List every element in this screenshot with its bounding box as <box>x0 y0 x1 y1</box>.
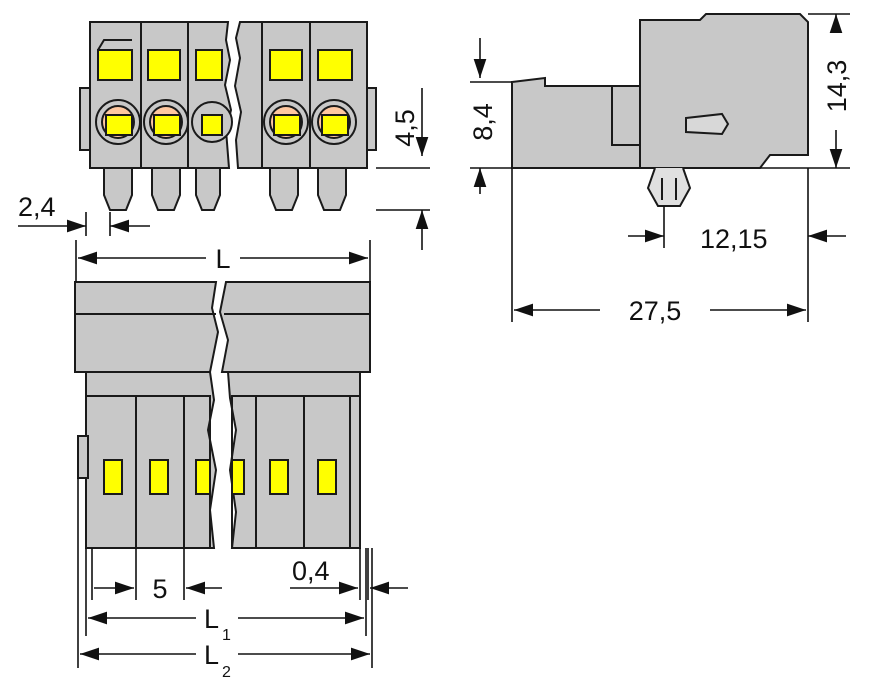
top-view-upper-right <box>218 281 371 373</box>
dim-L2: L <box>204 640 219 670</box>
dim-8-4: 8,4 <box>468 103 498 141</box>
dim-L1-subscript: 1 <box>222 627 231 644</box>
top-view-latches <box>103 459 337 495</box>
dim-L: L <box>215 244 230 274</box>
front-view <box>79 21 377 211</box>
dimension-lines <box>18 13 850 668</box>
front-view-clamp-openings <box>95 99 357 145</box>
top-view-side-tab <box>77 435 89 479</box>
front-view-actuators <box>97 39 353 81</box>
dim-14-3: 14,3 <box>822 60 852 113</box>
dim-L2-subscript: 2 <box>222 664 231 681</box>
dim-5: 5 <box>152 574 167 604</box>
dim-27-5: 27,5 <box>629 296 682 326</box>
side-view <box>511 13 809 207</box>
top-view-upper-left <box>74 281 220 373</box>
dim-L1: L <box>204 604 219 634</box>
dim-0-4: 0,4 <box>292 556 330 586</box>
front-view-body-right <box>233 21 368 169</box>
front-view-pins <box>103 167 347 211</box>
dim-2-4: 2,4 <box>18 192 56 222</box>
top-view-lower-right <box>226 371 361 549</box>
side-view-window <box>685 112 730 136</box>
dim-4-5: 4,5 <box>390 109 420 147</box>
dim-12-15: 12,15 <box>700 224 768 254</box>
top-view <box>74 281 371 549</box>
side-view-snap-foot <box>646 167 692 207</box>
front-view-body-left <box>89 21 233 169</box>
side-view-step <box>611 86 640 146</box>
side-view-housing <box>511 13 809 169</box>
